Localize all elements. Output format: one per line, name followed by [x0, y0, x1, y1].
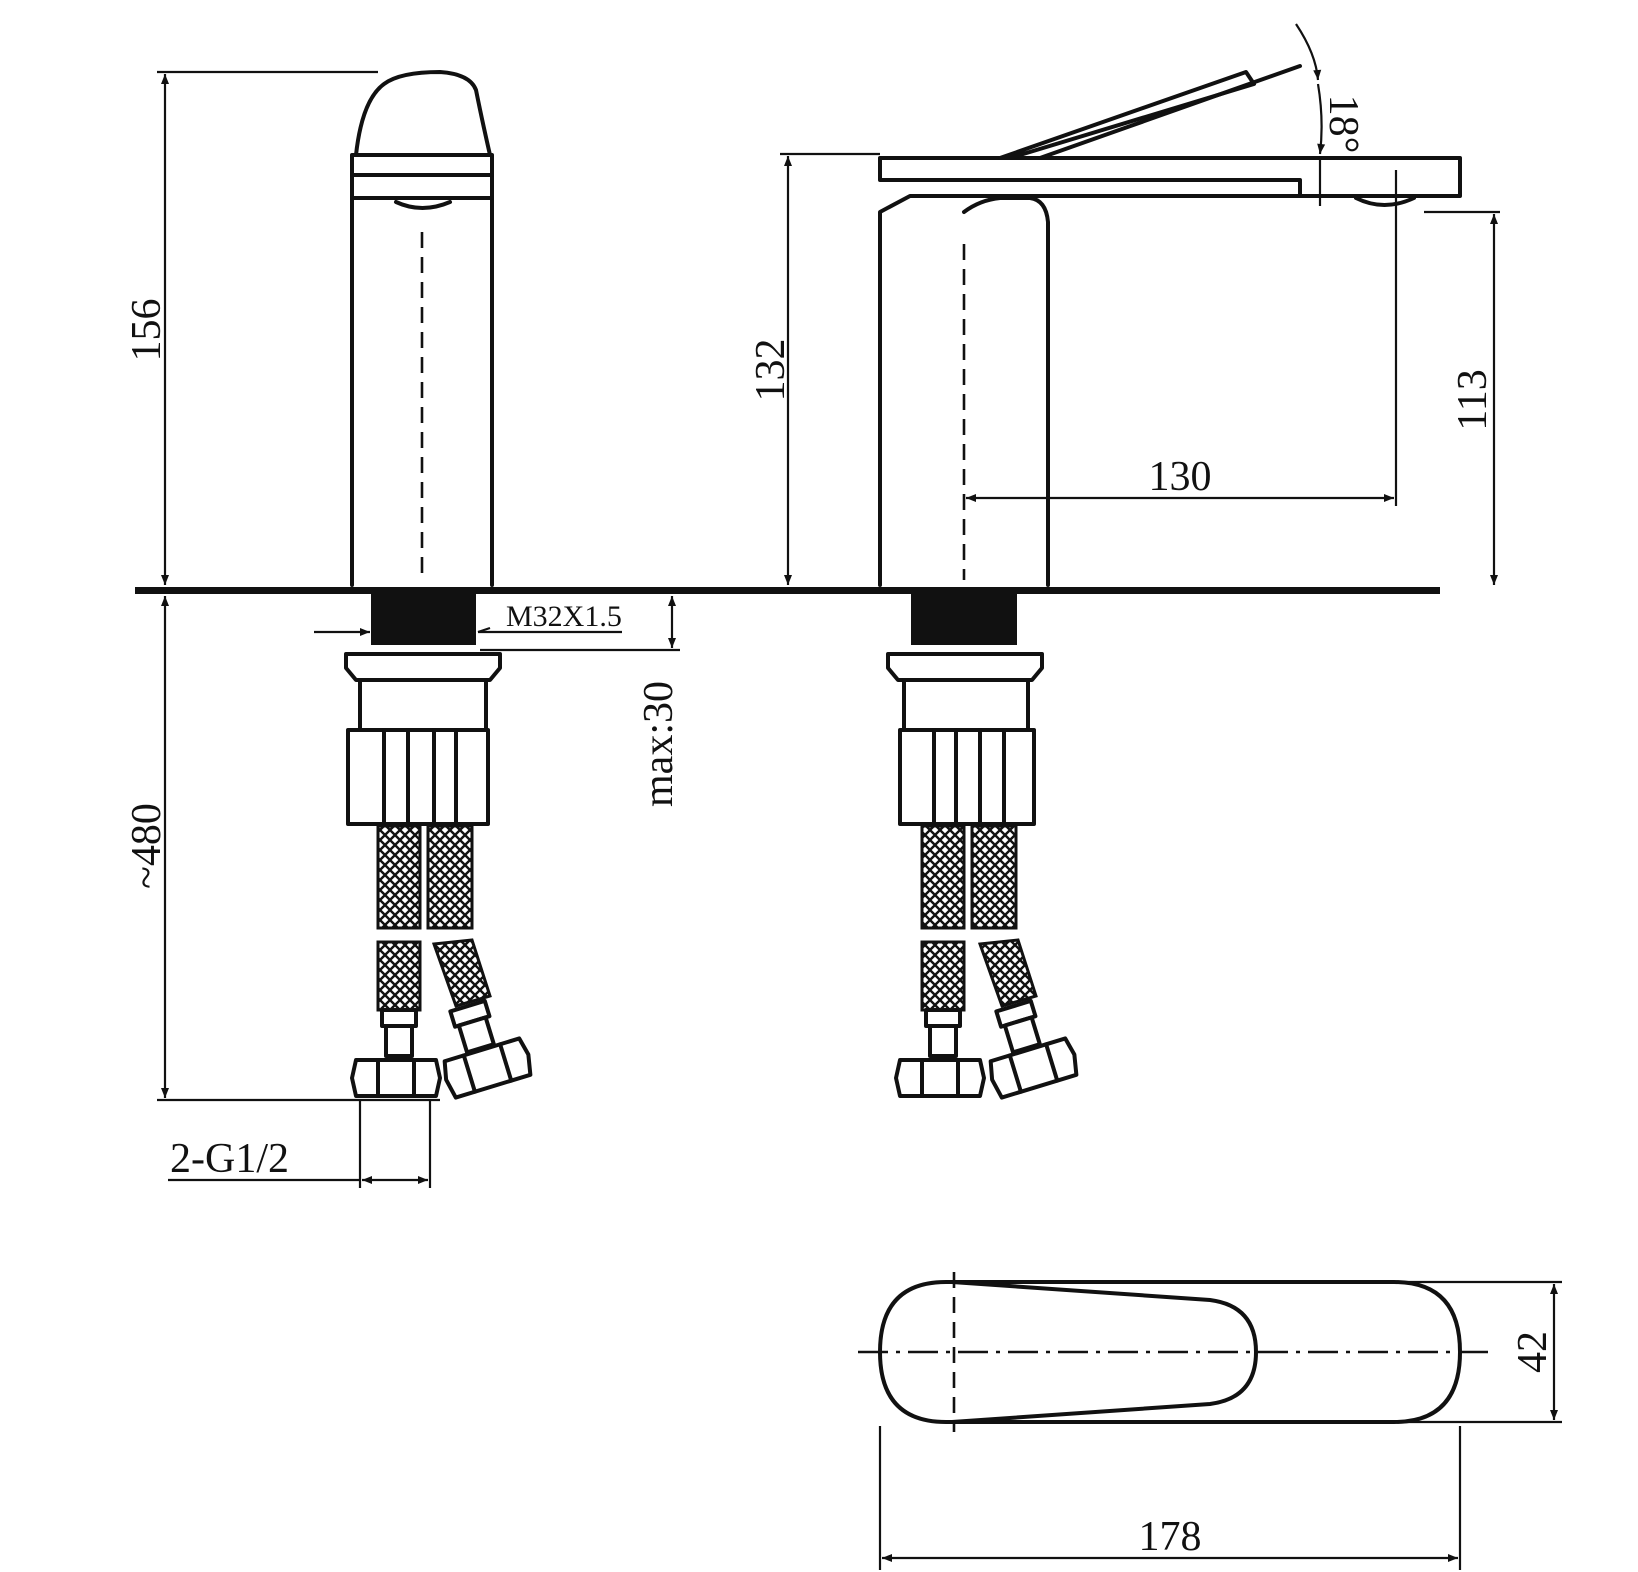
side-hex-nut-right — [442, 1036, 533, 1100]
dim-lever-angle: 18° — [1295, 23, 1366, 206]
front-view — [878, 64, 1462, 1100]
dim-top-width-label: 42 — [1510, 1331, 1556, 1373]
dim-top-width: 42 — [1396, 1280, 1562, 1424]
dim-top-length: 178 — [878, 1426, 1462, 1570]
dim-spout-reach-label: 130 — [1149, 454, 1212, 500]
dim-hose-connection-label: 2-G1/2 — [170, 1136, 289, 1182]
dim-thread: M32X1.5 — [314, 600, 622, 636]
dim-height-front-label: 132 — [748, 339, 794, 402]
dim-hose-length: ~480 — [124, 596, 440, 1102]
side-thread-shank — [371, 593, 476, 645]
side-hex-nut-left — [350, 1058, 442, 1098]
front-lever — [998, 70, 1256, 160]
front-hose-lower-right — [977, 938, 1038, 1008]
dim-height-side: 156 — [124, 70, 378, 585]
side-hose-upper-left — [376, 824, 422, 930]
dim-max-deck-label: max:30 — [636, 681, 682, 807]
side-hose-lower-right — [431, 938, 492, 1008]
top-outline — [878, 1280, 1462, 1424]
side-view — [344, 70, 533, 1100]
dim-spout-reach: 130 — [966, 170, 1398, 506]
side-lever — [354, 70, 492, 157]
front-hex-nut-right — [988, 1036, 1079, 1100]
dim-hose-length-label: ~480 — [124, 803, 170, 889]
side-mount-nut — [344, 652, 502, 682]
side-hose-lower-left — [376, 940, 422, 1012]
front-hose-upper-left — [920, 824, 966, 930]
dim-height-side-label: 156 — [124, 299, 170, 362]
front-hex-nut-left — [894, 1058, 986, 1098]
front-hose-lower-left — [920, 940, 966, 1012]
top-lever-outline — [950, 1280, 1258, 1424]
side-aerator — [394, 200, 452, 210]
dim-spout-height: 113 — [1424, 210, 1500, 585]
front-spout-inner — [962, 196, 1050, 587]
top-view — [858, 1272, 1490, 1432]
dim-height-front: 132 — [748, 152, 880, 585]
front-thread-shank — [911, 593, 1017, 645]
front-aerator — [1354, 196, 1416, 207]
dim-spout-height-label: 113 — [1450, 369, 1496, 430]
deck-plate — [135, 587, 1440, 594]
front-hose-upper-right — [970, 824, 1018, 930]
dim-thread-label: M32X1.5 — [506, 600, 622, 633]
dim-top-length-label: 178 — [1139, 1514, 1202, 1560]
dim-lever-angle-label: 18° — [1320, 95, 1366, 154]
dim-max-deck: max:30 — [480, 596, 682, 807]
dim-hose-connection: 2-G1/2 — [168, 1100, 432, 1188]
front-body — [878, 156, 1462, 587]
side-hose-upper-right — [426, 824, 474, 930]
